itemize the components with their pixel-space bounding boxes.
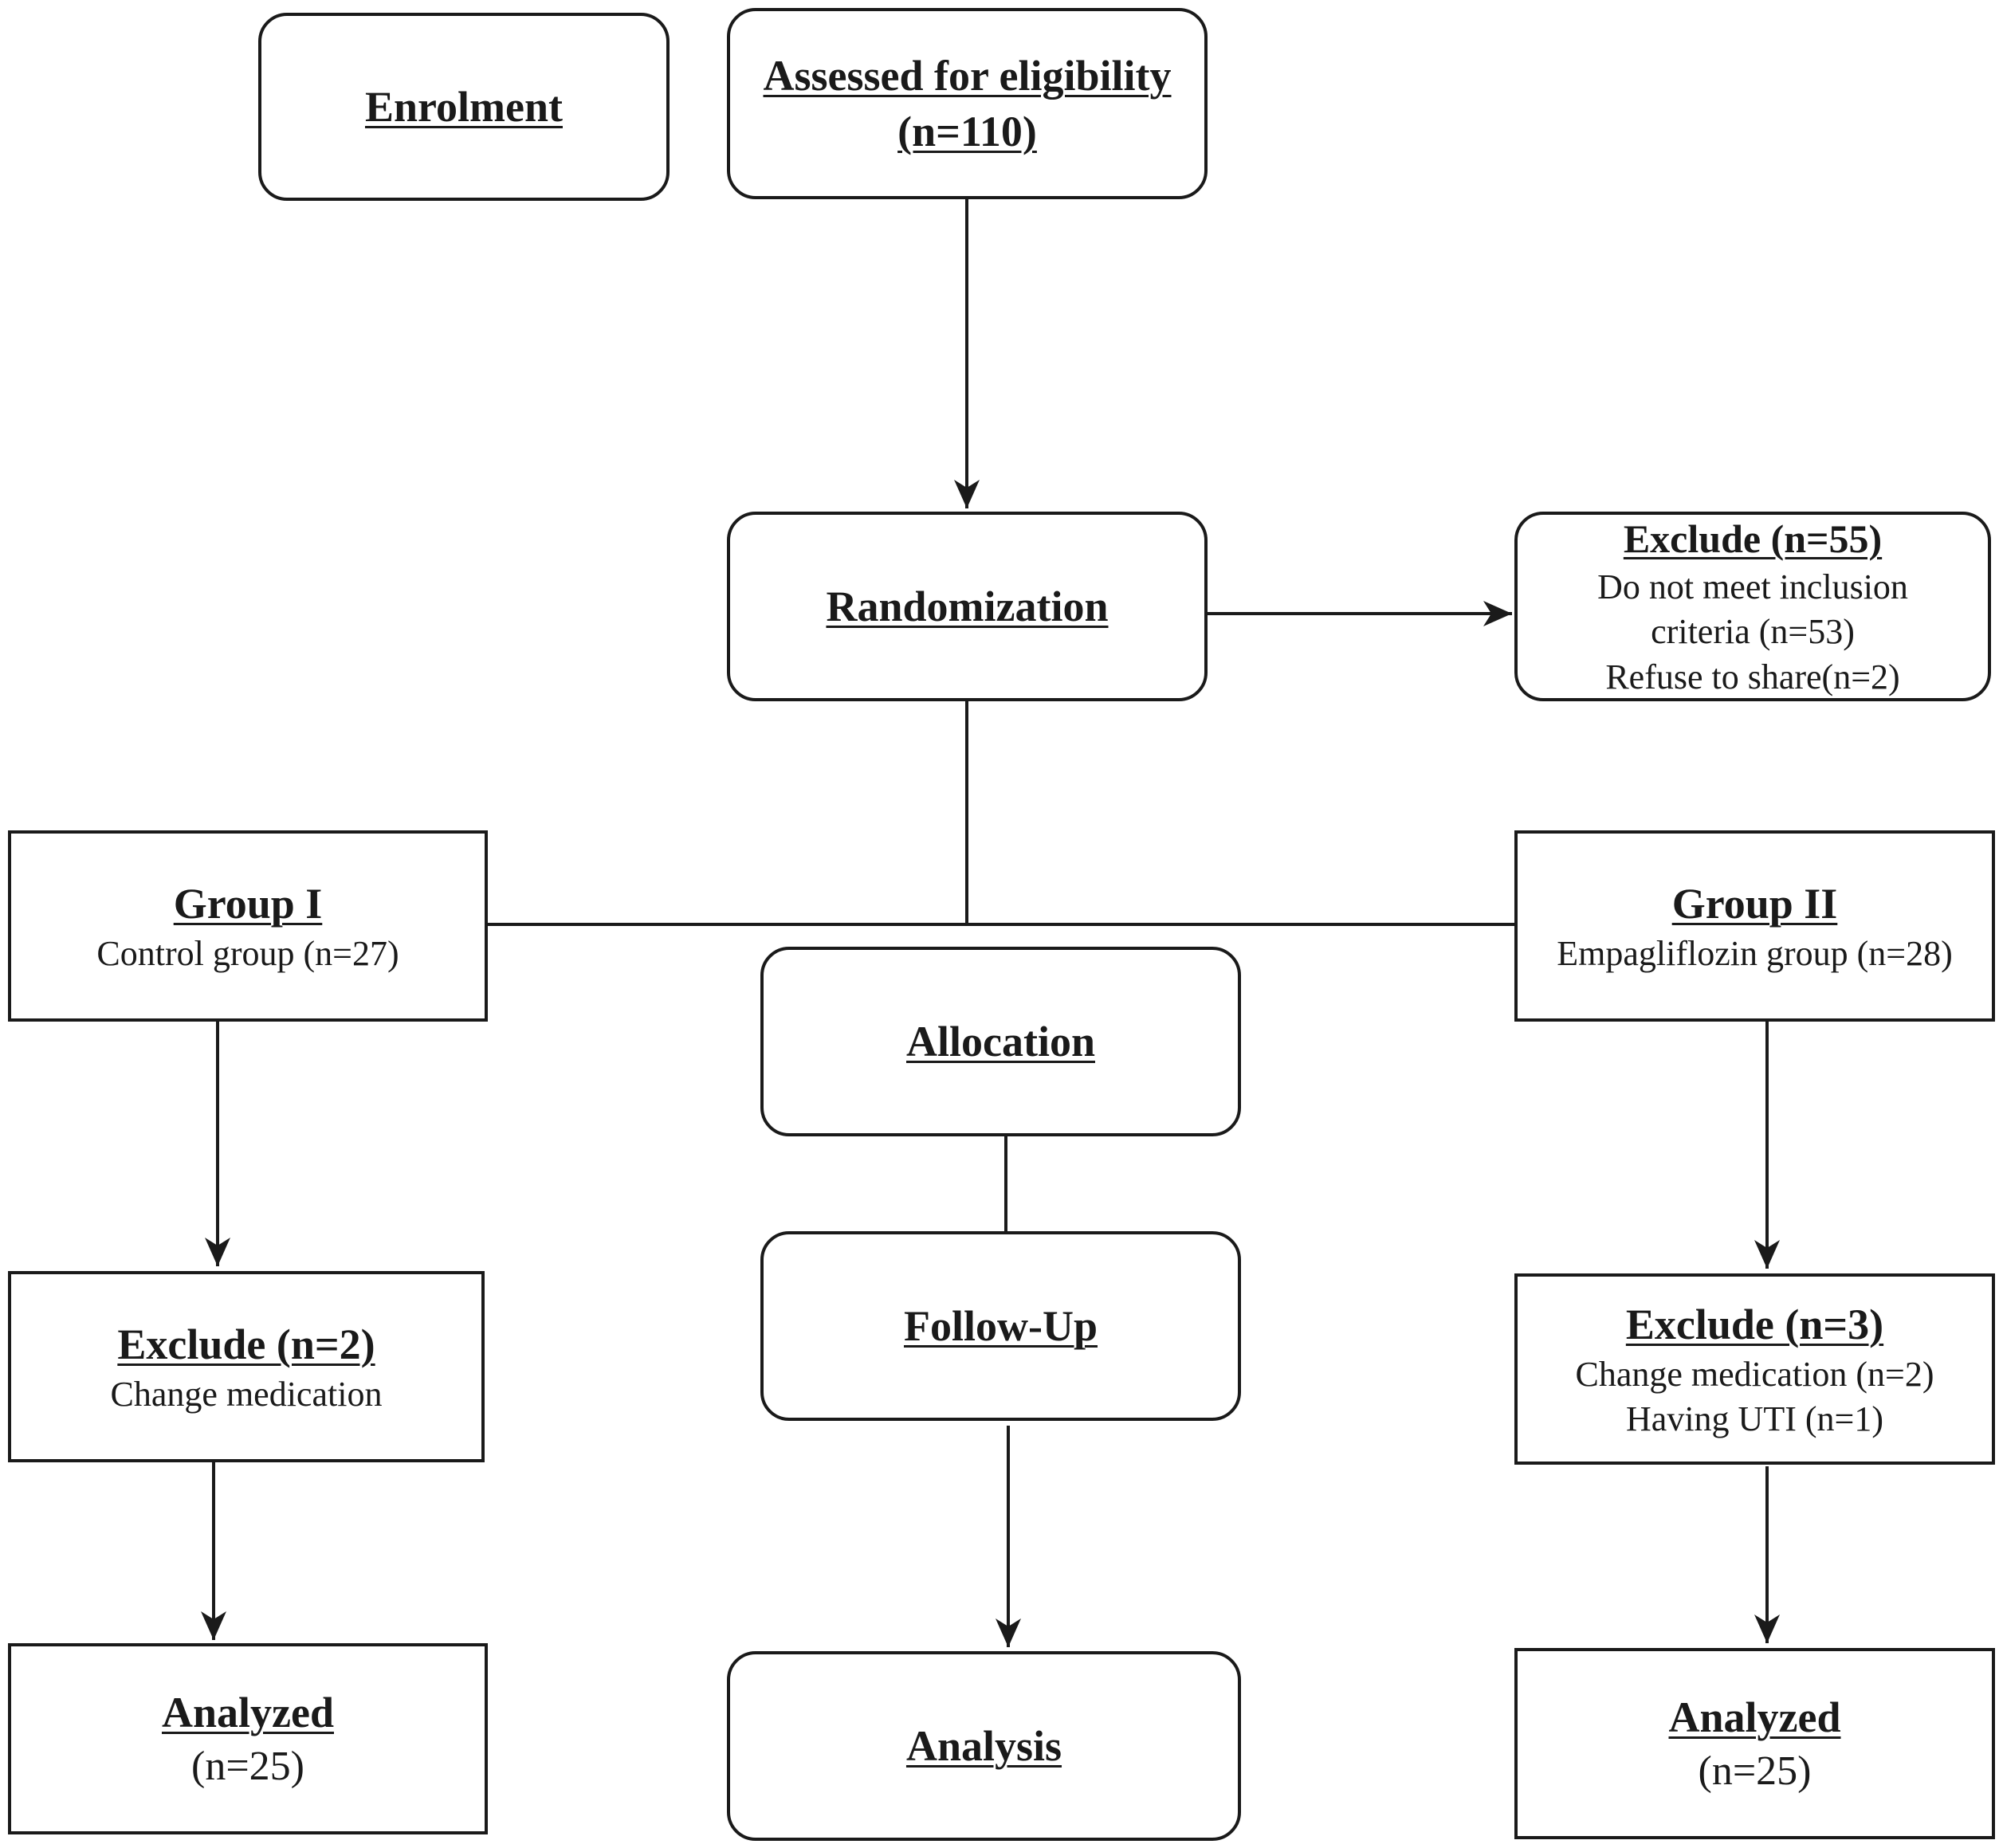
allocation-box: Allocation: [760, 947, 1241, 1136]
analyzed-right-title: Analyzed: [1668, 1693, 1841, 1741]
allocation-title: Allocation: [906, 1017, 1095, 1065]
exclude-right-line-1: Change medication (n=2): [1575, 1354, 1934, 1394]
group2-subtitle: Empagliflozin group (n=28): [1557, 933, 1953, 973]
exclude-top-box: Exclude (n=55) Do not meet inclusion cri…: [1514, 512, 1991, 701]
group2-title: Group II: [1671, 879, 1838, 928]
group2-box: Group II Empagliflozin group (n=28): [1514, 830, 1995, 1022]
follow-up-box: Follow-Up: [760, 1231, 1241, 1421]
exclude-right-box: Exclude (n=3) Change medication (n=2) Ha…: [1514, 1273, 1995, 1465]
analyzed-right-box: Analyzed (n=25): [1514, 1648, 1995, 1839]
eligibility-count: (n=110): [897, 108, 1037, 155]
analysis-title: Analysis: [905, 1721, 1062, 1770]
analysis-box: Analysis: [727, 1651, 1241, 1841]
exclude-top-line-1: Do not meet inclusion: [1597, 567, 1908, 607]
eligibility-box: Assessed for eligibility (n=110): [727, 8, 1208, 199]
follow-up-title: Follow-Up: [904, 1301, 1098, 1350]
enrolment-title: Enrolment: [364, 82, 563, 131]
group1-title: Group I: [173, 879, 323, 928]
analyzed-right-count: (n=25): [1698, 1748, 1812, 1794]
exclude-right-line-2: Having UTI (n=1): [1626, 1399, 1883, 1439]
randomization-box: Randomization: [727, 512, 1208, 701]
exclude-right-title: Exclude (n=3): [1625, 1300, 1884, 1348]
exclude-top-line-3: Refuse to share(n=2): [1605, 657, 1900, 696]
enrolment-box: Enrolment: [258, 13, 670, 201]
analyzed-left-box: Analyzed (n=25): [8, 1643, 488, 1834]
group1-box: Group I Control group (n=27): [8, 830, 488, 1022]
exclude-top-title: Exclude (n=55): [1623, 516, 1883, 562]
exclude-left-title: Exclude (n=2): [117, 1320, 375, 1368]
randomization-title: Randomization: [826, 582, 1109, 630]
analyzed-left-count: (n=25): [191, 1743, 304, 1789]
exclude-left-box: Exclude (n=2) Change medication: [8, 1271, 485, 1462]
eligibility-title: Assessed for eligibility: [763, 51, 1172, 100]
exclude-left-line-1: Change medication: [110, 1374, 383, 1414]
group1-subtitle: Control group (n=27): [96, 933, 399, 973]
exclude-top-line-2: criteria (n=53): [1651, 612, 1855, 652]
analyzed-left-title: Analyzed: [162, 1688, 334, 1736]
